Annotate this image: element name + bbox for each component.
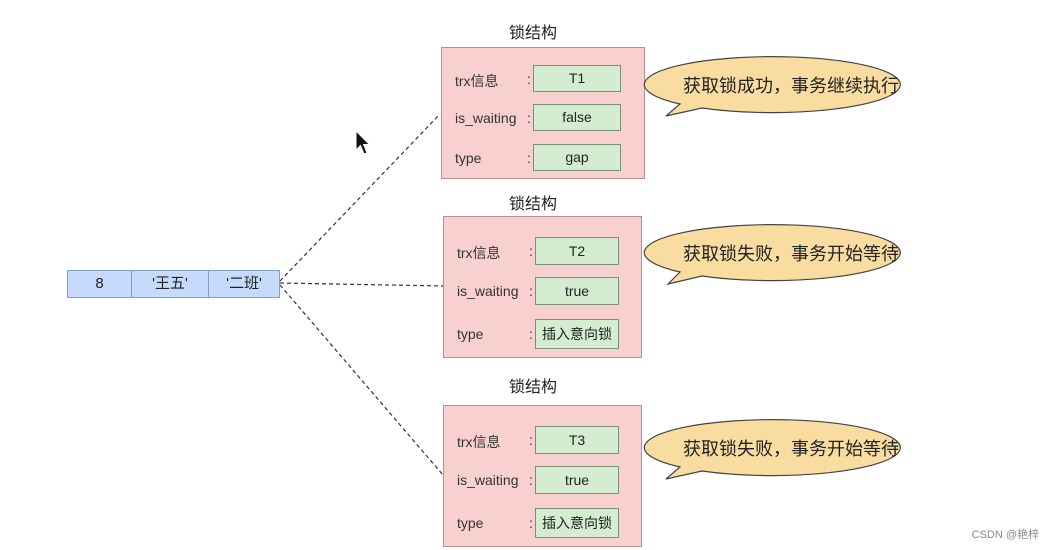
- lock-field-value: gap: [533, 144, 621, 171]
- colon: :: [529, 515, 533, 531]
- lock-field-value: true: [535, 277, 619, 305]
- record-cell-id: 8: [68, 271, 132, 297]
- colon: :: [527, 110, 531, 126]
- lock-structure-1: trx信息 : T1 is_waiting : false type : gap: [441, 47, 645, 179]
- lock-field-label: trx信息: [457, 245, 501, 261]
- lock-structure-title-3: 锁结构: [508, 379, 557, 396]
- lock-field-label: type: [457, 515, 484, 531]
- colon: :: [529, 283, 533, 299]
- colon: :: [529, 472, 533, 488]
- speech-bubble-shape: [643, 419, 901, 480]
- lock-field-value: true: [535, 466, 619, 494]
- lock-field-label: type: [457, 326, 484, 342]
- mouse-cursor-icon: [355, 130, 371, 155]
- connector-line-3: [279, 284, 444, 476]
- lock-field-label: is_waiting: [457, 283, 519, 299]
- record-row: 8 '王五' '二班': [67, 270, 280, 298]
- record-cell-class: '二班': [226, 275, 262, 292]
- lock-structure-title-1: 锁结构: [508, 25, 557, 42]
- connector-line-2: [279, 282, 444, 287]
- speech-bubble-text: 获取锁失败，事务开始等待: [683, 244, 899, 264]
- speech-bubble-1: 获取锁成功，事务继续执行: [643, 54, 920, 118]
- speech-bubble-text: 获取锁成功，事务继续执行: [683, 76, 899, 96]
- colon: :: [529, 243, 533, 259]
- record-cell-name: '王五': [132, 271, 209, 297]
- lock-field-label: is_waiting: [455, 110, 517, 126]
- speech-bubble-shape: [643, 56, 901, 117]
- lock-field-value: 插入意向锁: [535, 319, 619, 349]
- lock-field-label: type: [455, 150, 482, 166]
- lock-structure-3: trx信息 : T3 is_waiting : true type : 插入意向…: [443, 405, 642, 547]
- lock-field-label: is_waiting: [457, 472, 519, 488]
- lock-field-value: T2: [535, 237, 619, 265]
- lock-field-value: T1: [533, 65, 621, 92]
- colon: :: [529, 432, 533, 448]
- colon: :: [529, 326, 533, 342]
- lock-field-label: trx信息: [457, 434, 501, 450]
- watermark: CSDN @艳梓: [971, 529, 1039, 541]
- colon: :: [527, 150, 531, 166]
- lock-field-value: T3: [535, 426, 619, 454]
- lock-field-value: 插入意向锁: [535, 508, 619, 538]
- speech-bubble-shape: [643, 224, 901, 286]
- connector-line-1: [279, 113, 441, 282]
- speech-bubble-text: 获取锁失败，事务开始等待: [683, 439, 899, 459]
- lock-field-label: trx信息: [455, 73, 499, 89]
- colon: :: [527, 71, 531, 87]
- speech-bubble-3: 获取锁失败，事务开始等待: [643, 417, 920, 481]
- lock-field-value: false: [533, 104, 621, 131]
- lock-structure-title-2: 锁结构: [508, 196, 557, 213]
- lock-structure-2: trx信息 : T2 is_waiting : true type : 插入意向…: [443, 216, 642, 358]
- speech-bubble-2: 获取锁失败，事务开始等待: [643, 222, 920, 286]
